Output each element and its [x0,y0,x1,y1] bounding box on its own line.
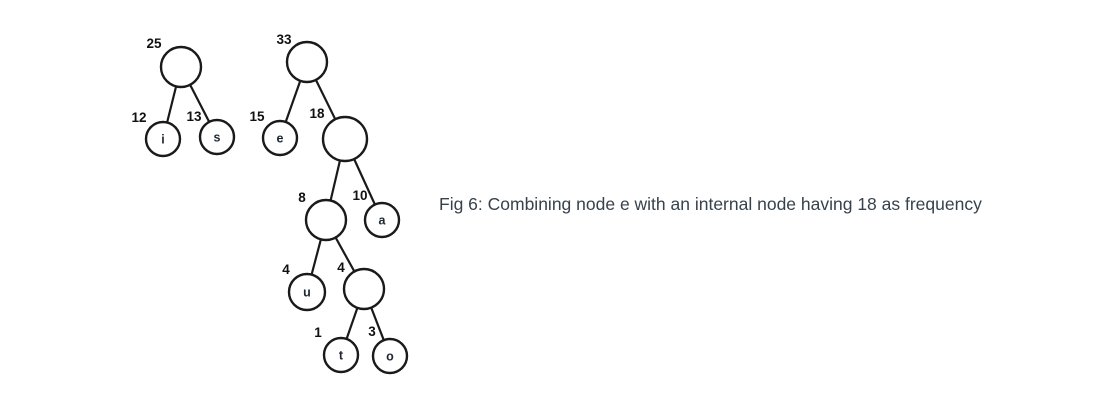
internal-node-25-frequency-label: 25 [146,36,162,51]
leaf-node-i-circle [144,120,182,158]
leaf-node-t-letter: t [339,349,344,363]
leaf-node-e-circle [261,119,299,157]
leaf-node-a-circle [363,201,401,239]
internal-node-18-frequency-label: 18 [309,106,325,121]
internal-node-4-frequency-label: 4 [337,260,345,275]
leaf-node-s-letter: s [214,131,221,145]
leaf-node-i-frequency-label: 12 [131,110,146,125]
tree-edge-n4-n_t [345,306,359,340]
tree-edge-n33-n_e [284,79,302,124]
tree-edge-n4-n_o [370,306,385,342]
internal-node-25-circle [159,45,203,89]
tree-edge-n8-n4 [334,236,356,273]
leaf-node-e-frequency-label: 15 [249,109,265,124]
tree-edge-n18-n_a [353,157,376,206]
leaf-node-e-letter: e [277,132,284,146]
internal-node-8-frequency-label: 8 [298,190,306,205]
tree-edge-n33-n18 [314,78,337,121]
tree-edge-n8-n_u [310,238,322,276]
leaf-node-o-frequency-label: 3 [368,324,376,339]
internal-node-33-frequency-label: 33 [276,32,292,47]
leaf-node-s-frequency-label: 13 [186,109,202,124]
leaf-node-s-circle [198,118,236,156]
tree-edge-n25-n_s [189,83,211,124]
leaf-node-o-letter: o [386,350,394,364]
internal-node-4-circle [342,267,386,311]
figure-caption: Fig 6: Combining node e with an internal… [439,194,982,214]
internal-node-18-circle [321,115,369,163]
internal-node-8-circle [304,198,348,242]
leaf-node-u-letter: u [303,286,311,300]
leaf-node-t-frequency-label: 1 [314,325,322,340]
leaf-node-u-frequency-label: 4 [282,262,290,277]
internal-node-33-circle [285,40,329,84]
leaf-node-i-letter: i [161,133,164,147]
leaf-node-u-circle [287,272,327,312]
leaf-node-o-circle [371,337,409,375]
tree-edge-n18-n8 [329,159,342,202]
tree-edge-n25-n_i [166,85,178,124]
leaf-node-t-circle [322,336,360,374]
leaf-node-a-letter: a [379,214,387,228]
leaf-node-a-frequency-label: 10 [352,188,367,203]
